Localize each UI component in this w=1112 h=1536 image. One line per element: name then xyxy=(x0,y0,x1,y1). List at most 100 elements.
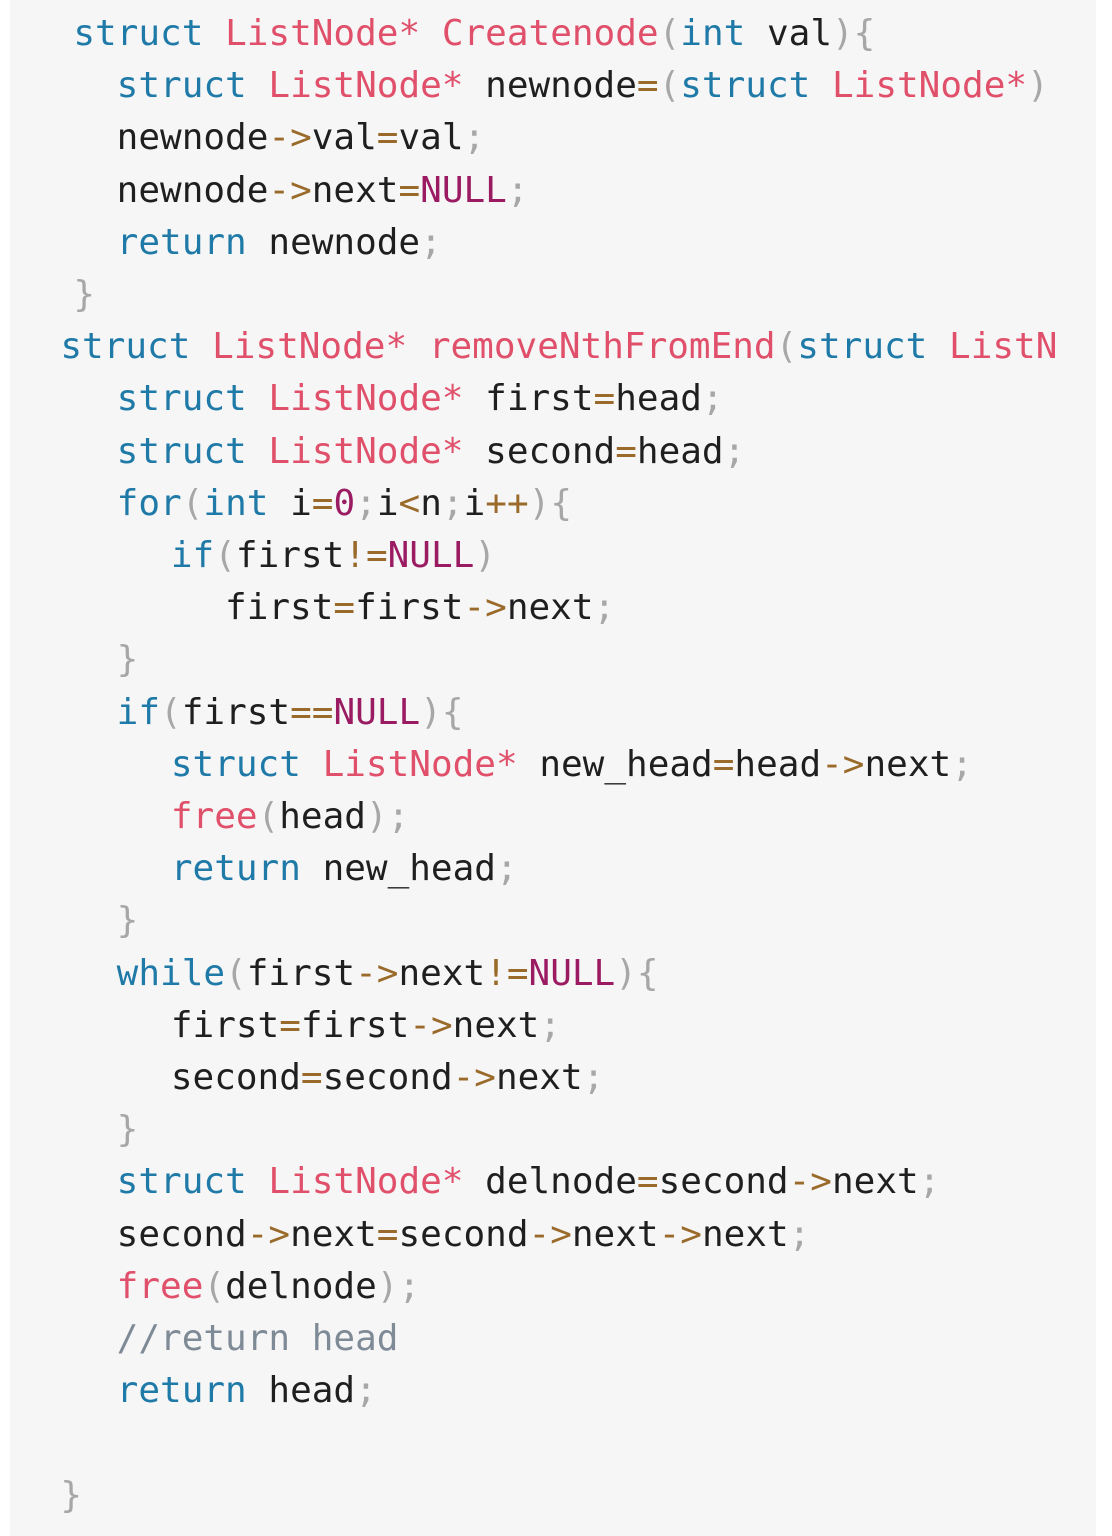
code-token: = xyxy=(279,1004,301,1046)
code-line: first=first->next; xyxy=(225,582,615,634)
code-token: struct xyxy=(116,1161,247,1203)
code-token: first xyxy=(300,1004,410,1046)
code-line: } xyxy=(117,634,139,686)
code-token: NULL xyxy=(333,691,421,733)
code-token: if xyxy=(116,691,161,733)
code-token xyxy=(810,65,832,106)
code-token: head xyxy=(636,430,724,472)
code-token: first xyxy=(246,952,356,994)
code-token: while xyxy=(116,952,226,994)
code-token: next xyxy=(864,743,952,785)
code-token: val xyxy=(311,117,377,159)
code-token: } xyxy=(116,1109,139,1151)
code-token: second xyxy=(116,1213,247,1255)
code-line: if(first==NULL){ xyxy=(117,687,464,739)
code-token xyxy=(247,1161,269,1202)
code-token: newnode xyxy=(116,169,269,211)
code-token: ; xyxy=(506,169,529,211)
code-token: new_head xyxy=(300,848,496,890)
code-token: -> xyxy=(355,952,399,994)
code-token: = xyxy=(376,1213,399,1255)
code-token: ; xyxy=(951,743,973,785)
code-token: 0 xyxy=(333,482,356,524)
code-line: } xyxy=(60,1470,82,1522)
code-token: head xyxy=(246,1370,356,1412)
code-token: struct xyxy=(116,378,247,420)
code-line: //return head xyxy=(117,1313,399,1365)
code-token: ++ xyxy=(485,482,529,524)
code-token: val xyxy=(745,13,832,54)
code-token: first xyxy=(235,535,345,576)
code-token: first xyxy=(181,691,291,733)
code-token: ; xyxy=(441,482,464,524)
code-line: struct ListNode* new_head=head->next; xyxy=(171,739,973,791)
code-token: = xyxy=(376,117,399,159)
code-token: free xyxy=(170,796,258,837)
code-token: delnode xyxy=(463,1161,637,1203)
code-token: ListNode* xyxy=(831,65,1028,107)
code-token: ListNode* xyxy=(949,326,1055,368)
code-token xyxy=(247,378,269,419)
code-token: ListNode* xyxy=(322,743,518,785)
code-token: = xyxy=(398,169,421,211)
code-token: int xyxy=(680,13,746,54)
code-token: removeNthFromEnd xyxy=(428,326,776,368)
code-line: return head; xyxy=(117,1365,377,1417)
code-token: ListNode* xyxy=(225,13,421,54)
code-token: < xyxy=(398,482,421,524)
code-token: ; xyxy=(420,221,442,263)
code-token: head xyxy=(734,743,822,785)
code-token: newnode xyxy=(116,117,269,159)
code-token: -> xyxy=(268,117,312,159)
code-line: struct ListNode* first=head; xyxy=(117,373,724,425)
code-token: first xyxy=(355,587,464,629)
code-token: ( xyxy=(225,952,247,994)
code-token: i xyxy=(268,482,312,524)
code-line: return newnode; xyxy=(117,217,442,269)
code-token: first xyxy=(170,1004,280,1046)
code-token: ){ xyxy=(615,952,659,994)
code-token: -> xyxy=(268,169,312,211)
code-token: ; xyxy=(918,1161,941,1203)
code-token: ; xyxy=(582,1057,605,1098)
code-token: ( xyxy=(214,535,236,576)
code-token: head xyxy=(615,378,702,420)
code-token: ListNode* xyxy=(212,326,408,368)
code-token: next xyxy=(311,169,399,211)
code-token: struct xyxy=(680,65,811,107)
code-token: ; xyxy=(788,1213,811,1255)
code-token: first xyxy=(225,587,334,629)
code-token: second xyxy=(463,430,616,472)
code-token: ){ xyxy=(832,13,876,54)
code-token: next xyxy=(571,1213,659,1255)
code-token: ); xyxy=(376,1265,421,1307)
code-token: struct xyxy=(116,65,247,107)
code-line: second->next=second->next->next; xyxy=(117,1209,811,1261)
code-token: = xyxy=(615,430,637,472)
code-token: next xyxy=(495,1057,583,1098)
code-token: head xyxy=(279,796,366,837)
code-token: ListNode* xyxy=(268,378,464,420)
code-token: next xyxy=(701,1213,789,1255)
code-token: ; xyxy=(495,848,518,890)
code-token: ; xyxy=(593,587,616,629)
code-token: ( xyxy=(257,796,280,837)
code-token: ListNode* xyxy=(268,1161,464,1203)
code-token: -> xyxy=(463,587,507,629)
code-token: for xyxy=(116,482,182,524)
code-token: Createnode xyxy=(441,13,659,54)
code-token: n xyxy=(420,482,442,524)
code-token: } xyxy=(73,274,96,315)
code-token: = xyxy=(311,482,334,524)
code-line: } xyxy=(73,269,95,321)
code-token: ){ xyxy=(420,691,464,733)
code-token: ) xyxy=(1027,65,1049,107)
code-token: ; xyxy=(355,1370,377,1412)
code-line: first=first->next; xyxy=(171,1000,561,1052)
code-token: ( xyxy=(775,326,798,368)
code-token: //return head xyxy=(116,1318,399,1359)
code-token: second xyxy=(170,1057,301,1098)
code-token: ( xyxy=(658,65,681,107)
code-token: next xyxy=(290,1213,377,1255)
code-content[interactable]: struct ListNode* Createnode(int val){str… xyxy=(10,0,1055,1536)
